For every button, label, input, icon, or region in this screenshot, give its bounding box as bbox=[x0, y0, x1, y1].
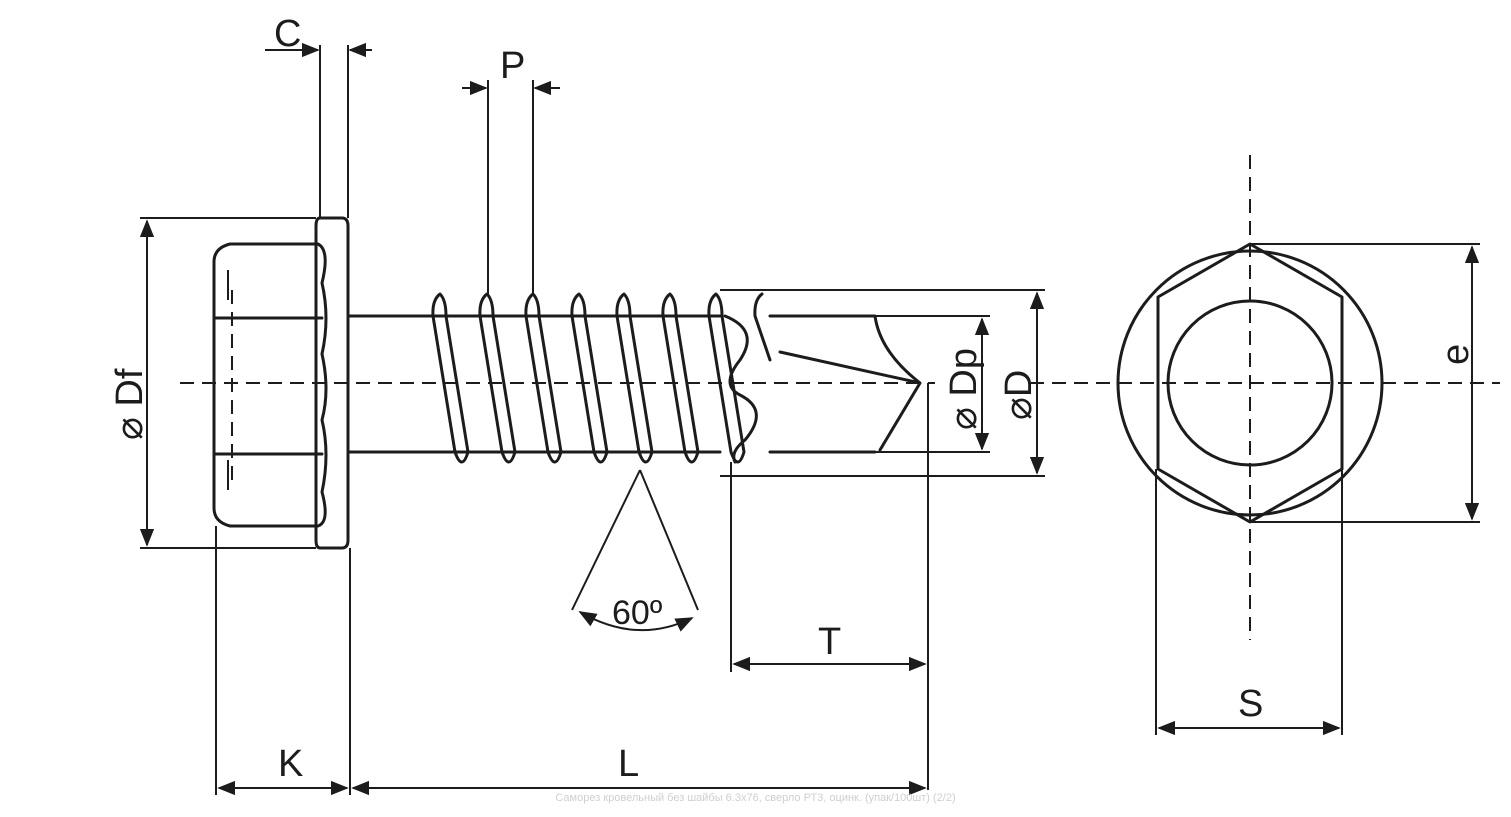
inner-circle bbox=[1166, 299, 1334, 467]
image-caption: Саморез кровельный без шайбы 6.3х76, све… bbox=[555, 792, 956, 804]
label-e: e bbox=[1435, 344, 1477, 365]
flange-circle bbox=[1116, 249, 1384, 517]
centerlines bbox=[180, 155, 1500, 640]
label-k: K bbox=[278, 743, 303, 785]
label-s: S bbox=[1238, 683, 1263, 725]
hex-head bbox=[212, 242, 328, 528]
dimension-labels: C P ⌀ Df ⌀ Dp ⌀D e 60º T S K L bbox=[109, 13, 1477, 785]
shank bbox=[346, 314, 722, 454]
label-angle: 60º bbox=[612, 594, 662, 632]
label-dp: ⌀ Dp bbox=[943, 348, 985, 430]
thread bbox=[431, 292, 772, 464]
drill-flute bbox=[723, 314, 758, 464]
label-t: T bbox=[818, 621, 841, 663]
label-l: L bbox=[618, 743, 639, 785]
screw-side-view bbox=[212, 216, 922, 550]
label-d: ⌀D bbox=[998, 370, 1040, 420]
dimensions bbox=[139, 42, 1480, 796]
drill-tip bbox=[768, 314, 922, 454]
label-c: C bbox=[274, 13, 301, 55]
flange bbox=[314, 216, 350, 550]
label-p: P bbox=[500, 45, 525, 87]
label-df: ⌀ Df bbox=[109, 368, 151, 440]
